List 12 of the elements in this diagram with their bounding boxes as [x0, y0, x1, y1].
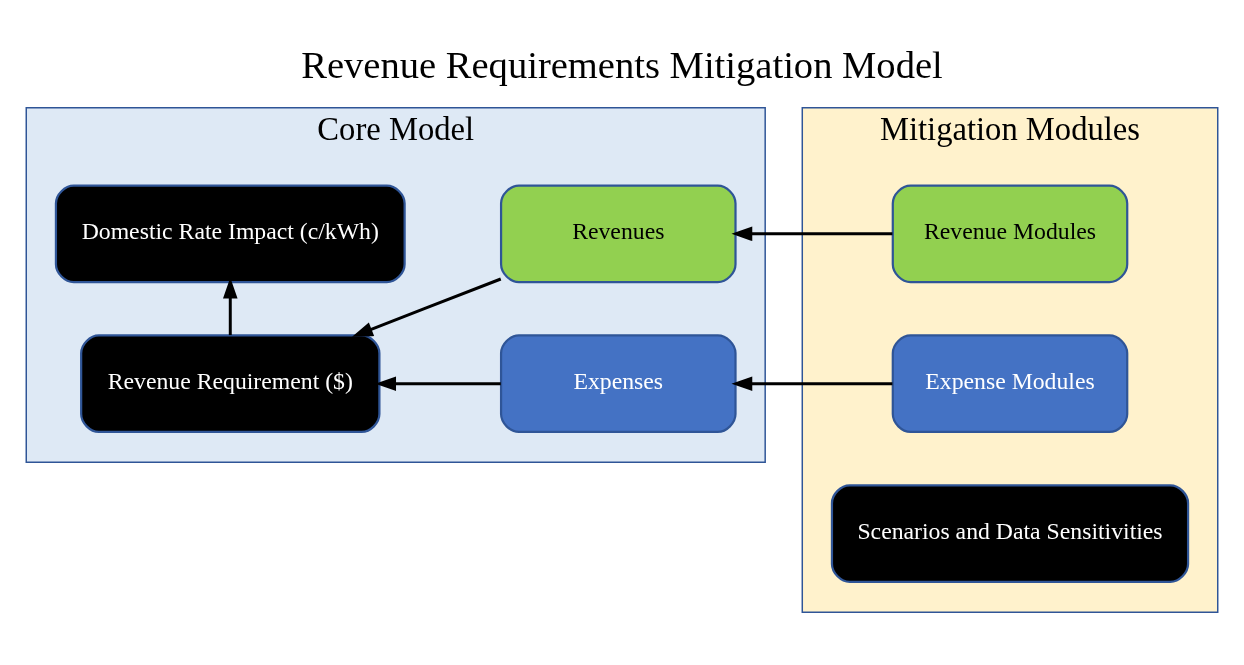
arrow: [375, 376, 501, 391]
arrow: [731, 376, 893, 391]
arrow: [352, 277, 502, 337]
node-box: Revenue Modules: [891, 184, 1129, 284]
node-box: Expenses: [499, 334, 737, 434]
node-box: Domestic Rate Impact (c/kWh): [54, 184, 406, 284]
node-box: Revenues: [499, 184, 737, 284]
diagram-title: Revenue Requirements Mitigation Model: [301, 43, 943, 86]
node-box: Expense Modules: [891, 334, 1129, 434]
node-box: Revenue Requirement ($): [80, 334, 381, 434]
node-box: Scenarios and Data Sensitivities: [830, 484, 1190, 583]
arrow: [731, 226, 893, 242]
